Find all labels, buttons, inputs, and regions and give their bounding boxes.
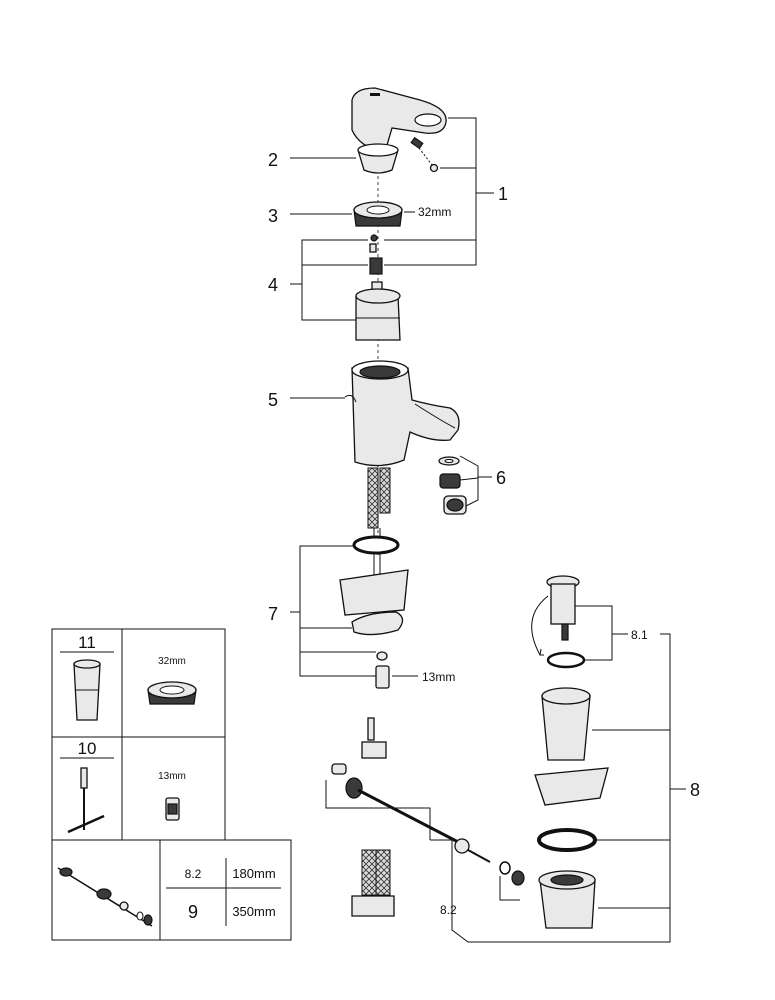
- legend-row-1-part: 8.2: [185, 867, 202, 881]
- part-8-waste-set: [531, 575, 609, 929]
- callout-7: 7: [268, 604, 278, 624]
- callout-8: 8: [690, 780, 700, 800]
- part-4-cartridge-set: [355, 234, 401, 341]
- dimension-13mm: 13mm: [422, 670, 455, 684]
- dimension-32mm: 32mm: [418, 205, 451, 219]
- callout-2: 2: [268, 150, 278, 170]
- callout-8-2: 8.2: [440, 903, 457, 917]
- callout-5: 5: [268, 390, 278, 410]
- legend-11-size: 32mm: [158, 656, 186, 667]
- legend-11-number: 11: [78, 633, 96, 652]
- legend-box-10: 10 13mm: [51, 736, 226, 841]
- callout-6: 6: [496, 468, 506, 488]
- legend-10-size: 13mm: [158, 771, 186, 782]
- part-7-mounting-set: [339, 535, 409, 689]
- callout-1: 1: [498, 184, 508, 204]
- part-8-2-linkage: [331, 717, 525, 917]
- part-3-nut: [353, 201, 403, 227]
- callout-8-1: 8.1: [631, 628, 648, 642]
- legend-row-1-length: 180mm: [232, 866, 275, 881]
- callout-4: 4: [268, 275, 278, 295]
- legend-row-2-part: 9: [188, 902, 198, 922]
- legend-length-table: 8.2 180mm 9 350mm: [51, 839, 292, 941]
- legend-11-tool-icon: [73, 663, 101, 721]
- legend-row-2-length: 350mm: [232, 904, 275, 919]
- part-2-cover-cap: [357, 143, 399, 174]
- leader-lines: [290, 117, 686, 943]
- legend-box-11: 11 32mm: [51, 628, 226, 738]
- callout-3: 3: [268, 206, 278, 226]
- legend-10-number: 10: [78, 739, 97, 758]
- part-6-aerator: [438, 456, 467, 515]
